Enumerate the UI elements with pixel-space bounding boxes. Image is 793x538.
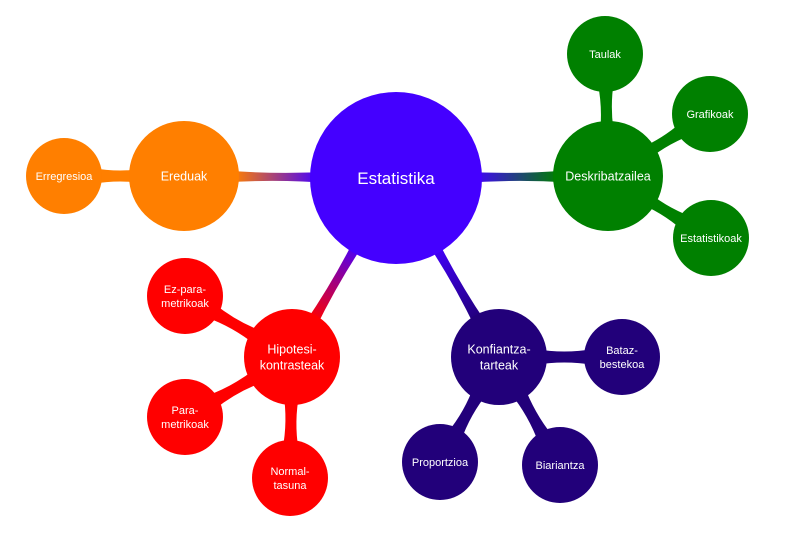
leaf-node-batazbestekoa-circle (584, 319, 660, 395)
root-node-label: Estatistika (357, 169, 435, 188)
leaf-node-parametrikoak-label: Para- (172, 405, 199, 417)
leaf-node-ez-parametrikoak-circle (147, 258, 223, 334)
leaf-node-grafikoak[interactable]: Grafikoak (672, 76, 748, 152)
leaf-node-normaltasuna-label: Normal- (270, 466, 309, 478)
link-root-hipotesi-kontrasteak (304, 228, 370, 329)
branch-node-konfiantza-tarteak-label: Konfiantza- (467, 342, 530, 356)
root-node[interactable]: Estatistika (310, 92, 482, 264)
leaf-node-grafikoak-circle (672, 76, 748, 152)
leaf-node-parametrikoak-circle (147, 379, 223, 455)
leaf-node-erregresioa[interactable]: Erregresioa (26, 138, 102, 214)
leaf-node-biariantza-circle (522, 427, 598, 503)
leaf-node-ez-parametrikoak-label: metrikoak (161, 298, 209, 310)
leaf-node-normaltasuna-label: tasuna (273, 480, 307, 492)
leaf-node-ez-parametrikoak[interactable]: Ez-para-metrikoak (147, 258, 223, 334)
leaf-node-normaltasuna-circle (252, 440, 328, 516)
branch-node-hipotesi-kontrasteak-label: Hipotesi- (267, 342, 316, 356)
leaf-node-batazbestekoa-label: Bataz- (606, 345, 638, 357)
leaf-node-estatistikoak[interactable]: Estatistikoak (673, 200, 749, 276)
link-root-ereduak (225, 170, 333, 184)
leaf-node-erregresioa-label: Erregresioa (36, 171, 94, 183)
leaf-node-batazbestekoa-label: bestekoa (600, 359, 646, 371)
branch-node-hipotesi-kontrasteak[interactable]: Hipotesi-kontrasteak (244, 309, 340, 405)
leaf-node-taulak[interactable]: Taulak (567, 16, 643, 92)
leaf-node-biariantza-label: Biariantza (536, 460, 586, 472)
branch-node-ereduak-circle (129, 121, 239, 231)
branch-node-deskribatzailea-circle (553, 121, 663, 231)
branch-node-deskribatzailea[interactable]: Deskribatzailea (553, 121, 663, 231)
branch-node-ereduak[interactable]: Ereduak (129, 121, 239, 231)
leaf-node-proportzioa-circle (402, 424, 478, 500)
branch-node-hipotesi-kontrasteak-label: kontrasteak (260, 358, 325, 372)
branch-node-konfiantza-tarteak-label: tarteak (480, 358, 519, 372)
leaf-node-grafikoak-label: Grafikoak (686, 109, 734, 121)
branch-node-deskribatzailea-label: Deskribatzailea (565, 169, 651, 183)
link-root-deskribatzailea (459, 170, 567, 184)
leaf-node-estatistikoak-circle (673, 200, 749, 276)
branch-node-konfiantza-tarteak-circle (451, 309, 547, 405)
leaf-node-parametrikoak-label: metrikoak (161, 419, 209, 431)
leaf-node-normaltasuna[interactable]: Normal-tasuna (252, 440, 328, 516)
leaf-node-taulak-label: Taulak (589, 49, 621, 61)
link-root-konfiantza-tarteak (421, 228, 487, 329)
leaf-node-proportzioa-label: Proportzioa (412, 457, 469, 469)
link-hipotesi-kontrasteak-normaltasuna (282, 392, 300, 450)
branch-node-hipotesi-kontrasteak-circle (244, 309, 340, 405)
leaf-node-biariantza[interactable]: Biariantza (522, 427, 598, 503)
leaf-node-proportzioa[interactable]: Proportzioa (402, 424, 478, 500)
branch-node-ereduak-label: Ereduak (161, 169, 208, 183)
leaf-node-erregresioa-circle (26, 138, 102, 214)
leaf-node-estatistikoak-label: Estatistikoak (680, 233, 742, 245)
leaf-node-batazbestekoa[interactable]: Bataz-bestekoa (584, 319, 660, 395)
link-konfiantza-tarteak-batazbestekoa (535, 349, 594, 365)
root-node-circle (310, 92, 482, 264)
leaf-node-ez-parametrikoak-label: Ez-para- (164, 284, 207, 296)
branch-node-konfiantza-tarteak[interactable]: Konfiantza-tarteak (451, 309, 547, 405)
leaf-node-parametrikoak[interactable]: Para-metrikoak (147, 379, 223, 455)
leaf-node-taulak-circle (567, 16, 643, 92)
node-layer: Estatistika Deskribatzailea TaulakGrafikoa… (26, 16, 749, 516)
